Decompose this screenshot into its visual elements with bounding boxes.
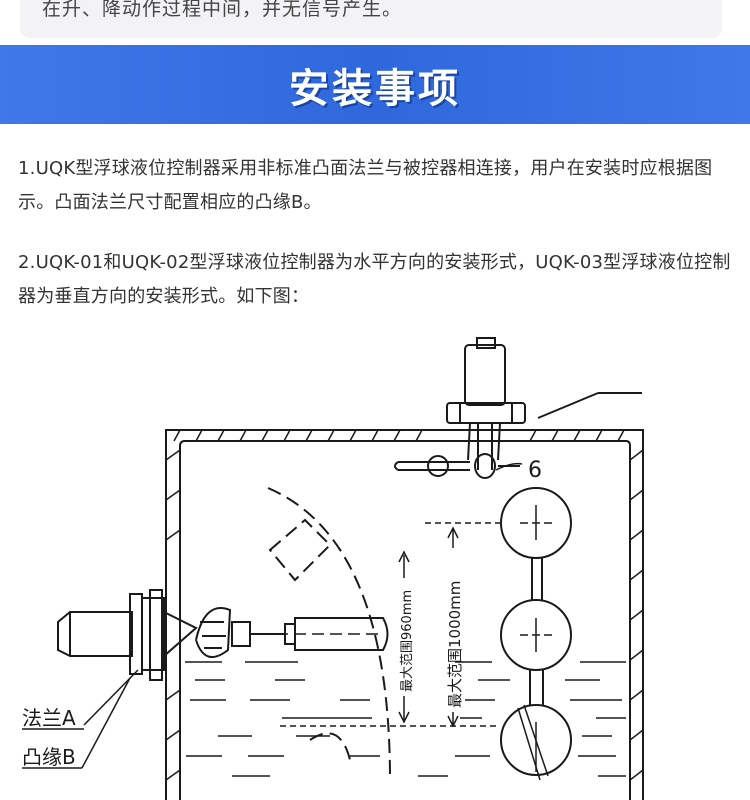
swing-arc (267, 487, 391, 781)
section-title: 安装事项 (289, 65, 461, 112)
callout-6: 6 (528, 458, 542, 483)
vertical-float-column (500, 487, 572, 781)
installation-diagram: 6 法兰A 凸缘B 最大范围960mm 最大范围1000mm (22, 337, 644, 800)
label-boss-b: 凸缘B (22, 745, 76, 769)
range-960-label: 最大范围960mm (400, 590, 415, 692)
label-flange-a: 法兰A (22, 706, 76, 730)
paragraph-1: 1.UQK型浮球液位控制器采用非标准凸面法兰与被控器相连接，用户在安装时应根据图… (18, 158, 713, 213)
side-controller (57, 589, 389, 681)
tank-wall (165, 429, 644, 800)
range-dimensions (280, 522, 500, 728)
top-info-card (20, 0, 722, 38)
paragraph-2: 2.UQK-01和UQK-02型浮球液位控制器为水平方向的安装形式，UQK-03… (18, 252, 731, 307)
water-lines (185, 661, 626, 777)
top-controller (394, 337, 642, 479)
section-banner: 安装事项 (0, 45, 750, 124)
top-text: 在升、降动作过程中间，并无信号产生。 (42, 0, 403, 20)
label-leaders (22, 462, 523, 769)
range-1000-label: 最大范围1000mm (446, 581, 464, 708)
